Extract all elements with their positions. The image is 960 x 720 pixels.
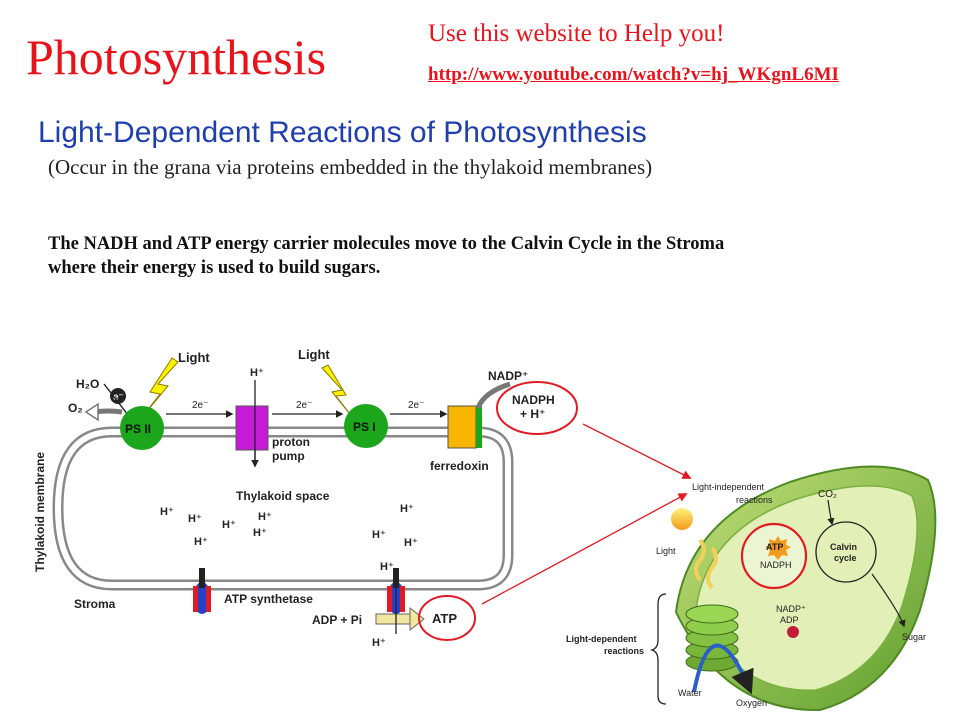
co2-arrow — [827, 499, 835, 526]
lightning-icon — [137, 357, 179, 423]
h-plus-ion: H⁺ — [258, 511, 272, 523]
membrane-inner — [54, 429, 511, 588]
lightning-icon — [321, 364, 359, 425]
h-plus-ion: H⁺ — [404, 537, 418, 549]
atp-synthetase-label: ATP synthetase — [224, 592, 313, 606]
adp-pi-label: ADP + Pi — [312, 613, 362, 627]
sun-icon — [671, 508, 693, 530]
chloroplast-diagram: Light Light-independent reactions CO₂ Ca… — [566, 465, 937, 712]
water-label: Water — [678, 688, 702, 698]
light-label-1: Light — [178, 350, 210, 365]
water-oxygen-arrow — [692, 643, 754, 695]
thylakoid-diagram: Thylakoid membrane Light Light H₂O O₂ e⁻… — [33, 347, 578, 649]
h-plus-ion: H⁺ — [253, 527, 267, 539]
light-independent-label-1: Light-independent — [692, 482, 765, 492]
body-paragraph: The NADH and ATP energy carrier molecule… — [48, 232, 948, 280]
atp-burst-icon — [765, 536, 791, 560]
chloroplast-stroma — [695, 485, 918, 691]
proton-pump — [235, 405, 269, 451]
h-plus-ion: H⁺ — [380, 561, 394, 573]
chloroplast-nadp-label: NADP⁺ — [776, 604, 806, 614]
membrane-label: Thylakoid membrane — [33, 452, 47, 572]
molecule-dot — [787, 626, 799, 638]
ps2-label: PS II — [125, 422, 151, 436]
nadp-arrow — [475, 381, 511, 410]
atp-output-arrow — [375, 613, 411, 625]
body-line-2: where their energy is used to build suga… — [48, 258, 381, 278]
calvin-label-2: cycle — [834, 553, 857, 563]
atp-label: ATP — [432, 611, 457, 626]
electron-label: e⁻ — [113, 392, 124, 403]
sugar-arrow — [871, 573, 906, 628]
proton-pump-label-1: proton — [272, 435, 310, 449]
atp-synthetase-channel — [193, 568, 211, 614]
light-dependent-label-2: reactions — [604, 646, 644, 656]
h2o-label: H₂O — [76, 377, 99, 391]
proton-pump-label-2: pump — [272, 449, 305, 463]
ps2-circle — [120, 406, 164, 450]
electron-count-label: 2e⁻ — [192, 400, 208, 411]
h-plus-ion: H⁺ — [400, 503, 414, 515]
nadp-plus-label: NADP⁺ — [488, 369, 528, 383]
atp-to-calvin-arrow — [481, 493, 688, 605]
location-note: (Occur in the grana via proteins embedde… — [48, 155, 653, 179]
o2-label: O₂ — [68, 401, 83, 415]
h-plus-ion: H⁺ — [222, 519, 236, 531]
electron-dot — [110, 388, 126, 404]
ferredoxin-label: ferredoxin — [430, 459, 489, 473]
h-plus-ion: H⁺ — [160, 506, 174, 518]
chloroplast-atp-label: ATP — [766, 542, 783, 552]
atp-nadph-highlight-circle — [740, 522, 808, 590]
h-plus-top-label: H⁺ — [250, 367, 264, 379]
calvin-label-1: Calvin — [830, 542, 857, 552]
sugar-label: Sugar — [902, 632, 926, 642]
light-wave — [706, 546, 718, 590]
thylakoid-space-label: Thylakoid space — [236, 489, 330, 503]
h-plus-ion: H⁺ — [188, 513, 202, 525]
stroma-label: Stroma — [74, 597, 116, 611]
section-subtitle: Light-Dependent Reactions of Photosynthe… — [38, 116, 647, 149]
oxygen-arrow-head — [84, 402, 99, 422]
chloroplast-light-label: Light — [656, 546, 676, 556]
nadph-label-2: + H⁺ — [520, 407, 545, 421]
oxygen-label: Oxygen — [736, 698, 767, 708]
calvin-cycle-ring — [815, 521, 877, 583]
grana-stack — [685, 604, 739, 672]
ferredoxin-box — [447, 405, 477, 449]
light-independent-label-2: reactions — [736, 495, 773, 505]
h-plus-ion: H⁺ — [372, 529, 386, 541]
electron-count-label: 2e⁻ — [296, 400, 312, 411]
ferredoxin-edge — [476, 406, 482, 448]
ps1-label: PS I — [353, 420, 376, 434]
h-plus-bottom-label: H⁺ — [372, 637, 386, 649]
nadph-highlight-circle — [496, 381, 578, 435]
atp-highlight-circle — [418, 595, 476, 641]
nadph-label-1: NADPH — [512, 393, 555, 407]
atp-output-arrow-head — [409, 606, 425, 632]
chloroplast-adp-label: ADP — [780, 615, 799, 625]
light-dependent-label-1: Light-dependent — [566, 634, 637, 644]
slide-title: Photosynthesis — [26, 29, 327, 85]
help-note: Use this website to Help you! — [428, 20, 725, 47]
body-line-1: The NADH and ATP energy carrier molecule… — [48, 234, 725, 254]
nadph-to-calvin-arrow — [582, 423, 692, 479]
light-wave — [694, 538, 706, 582]
light-dependent-brace — [649, 593, 667, 705]
h-plus-ion: H⁺ — [194, 536, 208, 548]
chloroplast-nadph-label: NADPH — [760, 560, 792, 570]
co2-label: CO₂ — [818, 489, 837, 500]
electron-count-label: 2e⁻ — [408, 400, 424, 411]
light-label-2: Light — [298, 347, 330, 362]
video-link[interactable]: http://www.youtube.com/watch?v=hj_WKgnL6… — [428, 64, 839, 85]
ps1-circle — [344, 404, 388, 448]
